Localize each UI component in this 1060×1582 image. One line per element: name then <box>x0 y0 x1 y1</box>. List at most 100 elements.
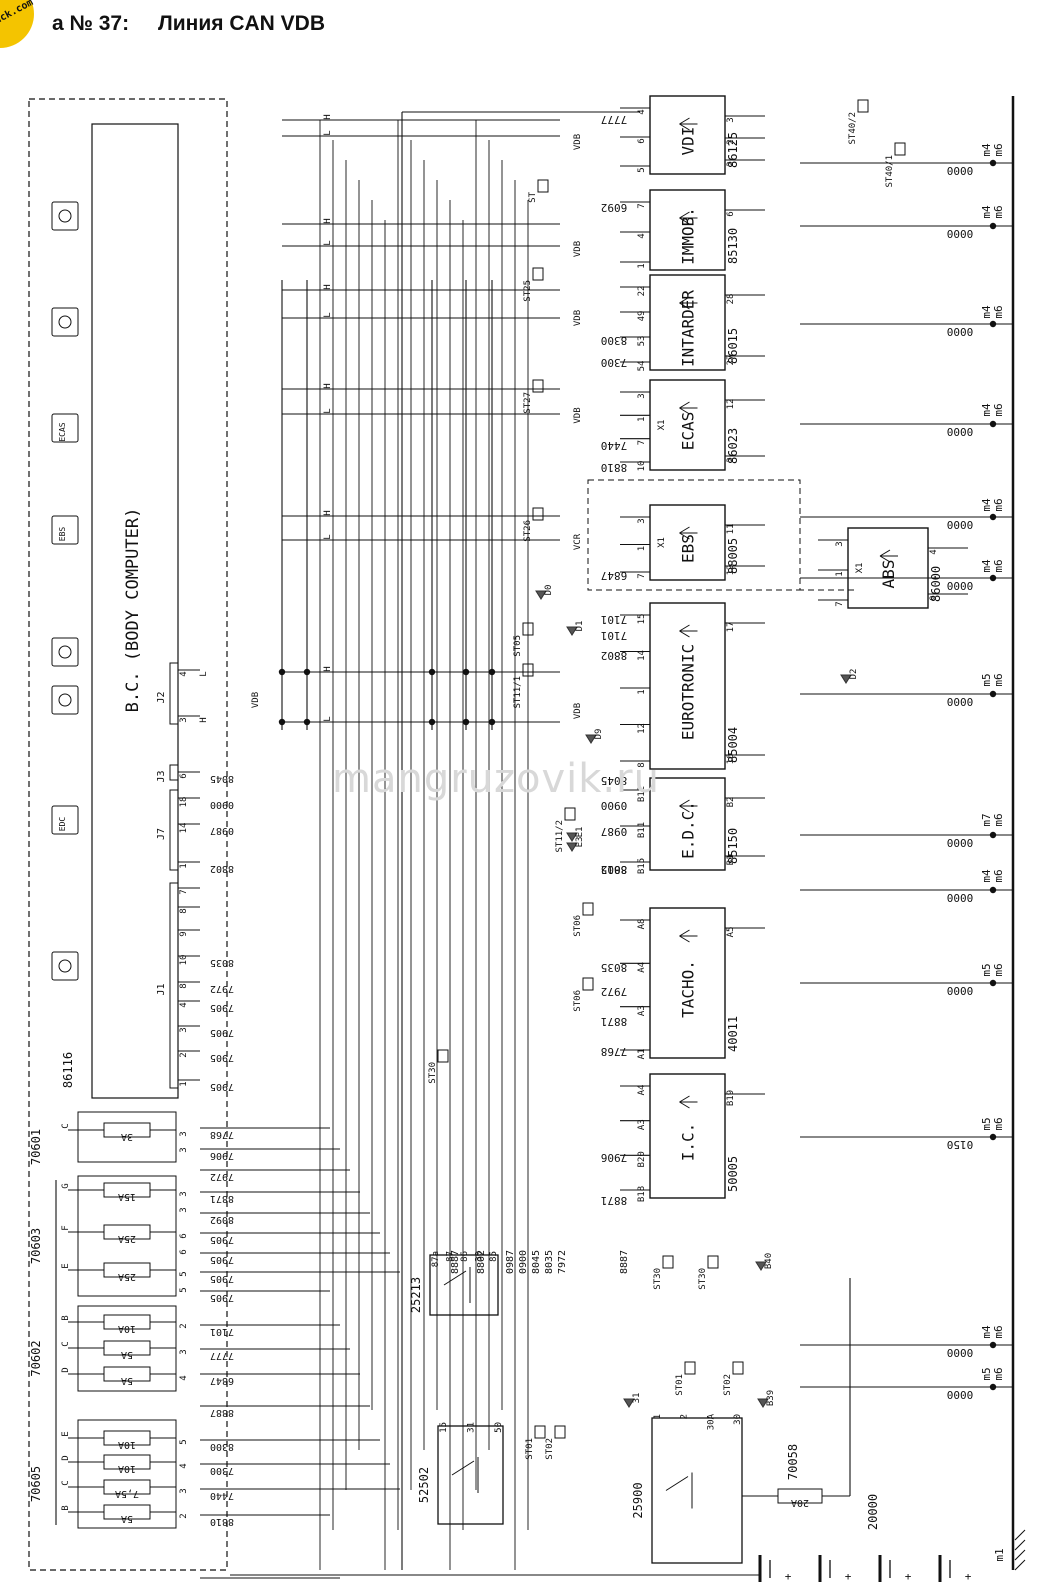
fuse-pin: 4 <box>179 1375 189 1380</box>
fuse-tag: C <box>61 1341 71 1346</box>
brake-disc-icon <box>51 307 79 337</box>
battery-plus: + <box>905 1570 912 1582</box>
body-computer-box <box>91 123 179 1099</box>
pin-label: 4 <box>179 1002 189 1007</box>
junction-dot <box>989 159 997 167</box>
ground-mark: m4 <box>980 205 993 219</box>
fuse-box-code: 70603 <box>29 1228 43 1264</box>
connector-tag-box <box>582 977 594 991</box>
ecu-pin: 22 <box>637 286 647 297</box>
ground-mark: m5 <box>980 963 993 976</box>
ecu-symbol-icon <box>679 799 698 813</box>
junction-dot <box>278 668 286 676</box>
connector-J1 <box>169 882 179 1089</box>
fuse-wire-number: 8871 <box>210 1193 234 1204</box>
pin-label: 14 <box>179 823 189 834</box>
fuse-icon <box>103 1122 151 1138</box>
can-low-label: L <box>323 240 333 245</box>
ecu-wire-number: 7101 <box>601 613 628 626</box>
pin-label: 10 <box>179 955 189 966</box>
bottom-wire-number: 8045 <box>531 1250 542 1274</box>
relay-pin: 15 <box>439 1422 449 1433</box>
fuse-box-code: 70602 <box>29 1340 43 1376</box>
key-icon-glyph <box>58 209 72 223</box>
pin-label: 7 <box>179 889 189 894</box>
ecu-vdi <box>649 95 726 175</box>
ecu-pin: 1 <box>637 689 647 694</box>
ecu-pin: B19 <box>726 1090 736 1106</box>
ecu-pin: 12 <box>726 565 736 576</box>
ecu-wire-number: 0987 <box>601 825 628 838</box>
can-low-label: L <box>323 408 333 413</box>
key-icon <box>51 201 79 231</box>
junction-dot <box>428 668 436 676</box>
ground-wire-number: 0000 <box>947 984 974 997</box>
relay-code: 25213 <box>409 1277 423 1313</box>
ground-mark: m4 <box>980 498 993 512</box>
fuse-rating: 25A <box>118 1233 136 1244</box>
ecu-pin: 10 <box>637 461 647 472</box>
pulse-icon-glyph <box>58 693 72 707</box>
fuse-box-code: 70601 <box>29 1129 43 1165</box>
ecu-pin: A5 <box>726 927 736 938</box>
ecu-pin: 3 <box>726 117 736 122</box>
fuse-box <box>77 1305 177 1392</box>
ground-point-icon <box>840 674 852 684</box>
ecu-eurotronic-name: EUROTRONIC <box>679 644 698 740</box>
ground-mark: m4 <box>980 1325 993 1339</box>
relay-pin: 30 <box>475 1251 485 1262</box>
ecu-pin: A1 <box>637 1049 647 1060</box>
junction-dot <box>303 718 311 726</box>
ecu-pin: 4 <box>637 109 647 114</box>
tyre-icon-glyph <box>58 645 72 659</box>
ecu-pin: 15 <box>637 614 647 625</box>
ecu-edc <box>649 777 726 871</box>
pin-label: 3 <box>179 717 189 722</box>
ecu-pin: 7 <box>637 440 647 445</box>
connector-tag: ST40/2 <box>848 112 858 145</box>
ground-point-icon <box>755 1261 767 1271</box>
ecu-pin: A4 <box>637 1085 647 1096</box>
ecu-pin: 11 <box>726 524 736 535</box>
ecu-pin: 2 <box>726 457 736 462</box>
ecu-pin: 27 <box>726 355 736 366</box>
ecu-pin: 4 <box>929 549 939 554</box>
fuse-rating: 15A <box>118 1191 136 1202</box>
fuse-wire-number: 7905 <box>210 1273 234 1284</box>
junction-dot <box>303 668 311 676</box>
fuse-icon <box>103 1224 151 1240</box>
ecu-pin: 1 <box>637 417 647 422</box>
pin-label: 1 <box>179 1081 189 1086</box>
ecu-pin: 8 <box>637 762 647 767</box>
main-fuse-code: 70058 <box>786 1444 800 1480</box>
ecu-pin: 54 <box>637 361 647 372</box>
pin-label: 9 <box>179 931 189 936</box>
ground-wire-number: 0000 <box>947 579 974 592</box>
connector-tag: ST06 <box>573 990 583 1012</box>
fuse-wire-number: 7905 <box>210 1292 234 1303</box>
connector-tag: ST05 <box>513 635 523 657</box>
ground-wire-number: 0000 <box>947 325 974 338</box>
connector-tag: ST40/1 <box>885 155 895 188</box>
fuse-rating: 10A <box>118 1463 136 1474</box>
ecu-sub-label: X1 <box>657 537 667 548</box>
junction-dot <box>989 320 997 328</box>
ecu-symbol-icon <box>679 117 698 131</box>
fuse-icon <box>103 1479 151 1495</box>
ground-mark: m4 <box>980 403 993 417</box>
ecu-wire-number: 8871 <box>601 1015 628 1028</box>
ecu-ecas-code: 86023 <box>726 428 740 464</box>
main-fuse-icon <box>777 1488 823 1504</box>
edc-icon-text: EDC <box>58 817 67 832</box>
connector-J2 <box>169 662 179 725</box>
connector-name-J2: J2 <box>156 691 167 703</box>
ecu-sub-label: X1 <box>657 420 667 431</box>
pin-label: 8 <box>179 908 189 913</box>
relay-code: 25900 <box>631 1482 645 1518</box>
fuse-wire-number: 7905 <box>210 1254 234 1265</box>
ecu-pin: 7 <box>637 573 647 578</box>
fuse-box <box>77 1111 177 1163</box>
ground-mark: m5 <box>980 1117 993 1130</box>
can-low-label: L <box>323 716 333 721</box>
connector-tag-box <box>684 1361 696 1375</box>
